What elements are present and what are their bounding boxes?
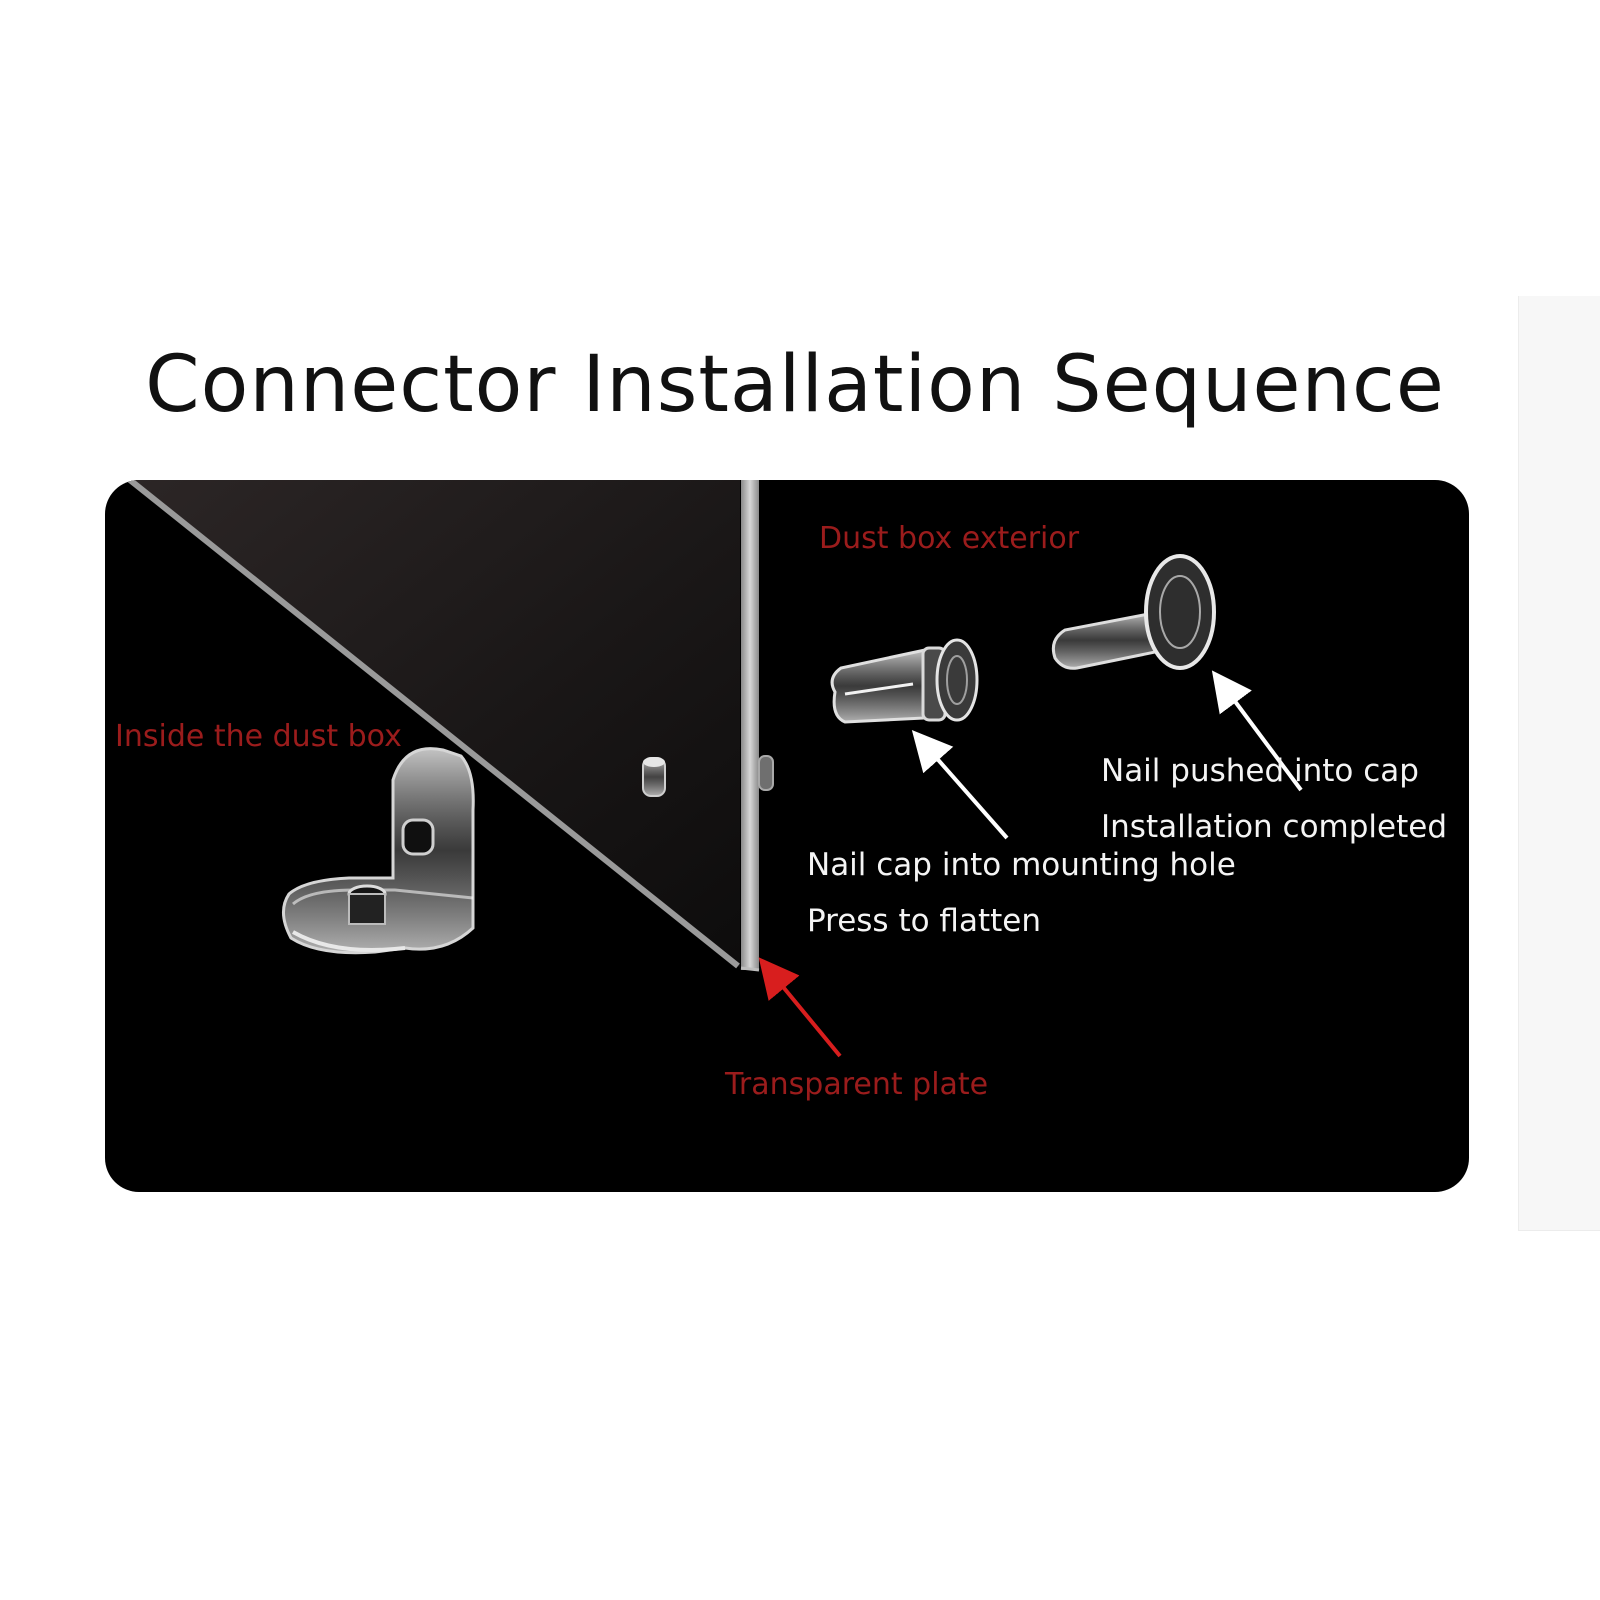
label-nail-cap-hole: Nail cap into mounting hole (807, 847, 1236, 883)
arrow-nail-cap (911, 729, 1009, 840)
edge-nub (758, 755, 774, 791)
arrow-nail-pushed (1211, 670, 1303, 792)
label-nail-pushed: Nail pushed into cap (1101, 753, 1419, 789)
side-strip (1518, 296, 1600, 1231)
arrow-transparent-plate (758, 957, 842, 1058)
diagram-illustration (125, 480, 1303, 1058)
label-inside-dust-box: Inside the dust box (115, 719, 402, 754)
l-bracket-connector (282, 747, 475, 955)
page-title: Connector Installation Sequence (145, 340, 1445, 430)
mounting-hole (642, 757, 666, 797)
transparent-plate (125, 480, 760, 972)
label-transparent-plate: Transparent plate (725, 1067, 989, 1102)
diagram-panel: Dust box exterior Inside the dust box Na… (105, 480, 1469, 1192)
label-press-flatten: Press to flatten (807, 903, 1041, 939)
split-nail-cap (830, 638, 979, 724)
completed-nail (1051, 554, 1216, 670)
label-installation-completed: Installation completed (1101, 809, 1448, 845)
label-dust-box-exterior: Dust box exterior (819, 521, 1080, 556)
